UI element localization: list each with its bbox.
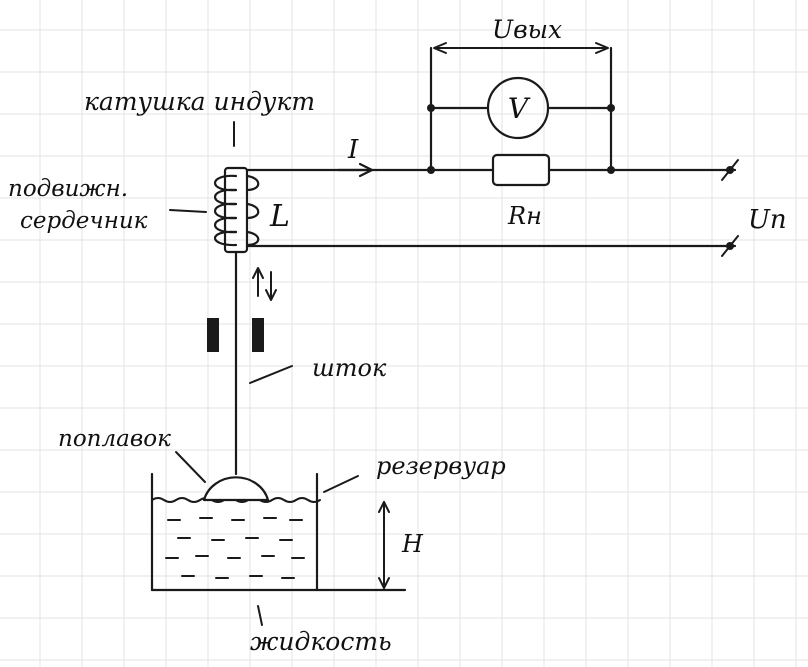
output-voltage-label: Uвых <box>492 15 562 44</box>
reservoir-label-pointer <box>323 475 359 493</box>
core-label-line1: подвижн. <box>8 176 128 202</box>
current-label: I <box>347 135 359 165</box>
rod-guides <box>207 318 264 352</box>
float-label-pointer <box>175 451 206 483</box>
level-label: H <box>401 530 424 558</box>
liquid <box>165 517 305 579</box>
core-label-pointer <box>169 209 207 213</box>
coil-label: катушка индукт <box>84 87 315 116</box>
inductance-label: L <box>269 199 290 234</box>
supply-terminals <box>721 159 739 257</box>
load-resistor <box>491 153 551 187</box>
liquid-label: жидкость <box>250 627 392 656</box>
inductor-coil <box>214 166 260 254</box>
current-arrow <box>336 162 374 178</box>
core-label-line2: сердечник <box>20 208 148 234</box>
supply-voltage-label: Uп <box>748 205 787 235</box>
rod-label-pointer <box>249 365 293 384</box>
reservoir-label: резервуар <box>376 452 506 480</box>
level-dimension <box>378 501 390 589</box>
junction-dots <box>427 104 615 174</box>
liquid-label-pointer <box>257 605 263 626</box>
output-voltage-dimension <box>433 42 609 54</box>
float-label: поплавок <box>58 426 171 452</box>
reservoir-tank <box>150 472 407 592</box>
load-resistor-label: Rн <box>507 202 542 230</box>
float <box>202 476 270 502</box>
rod-label: шток <box>312 354 387 382</box>
voltmeter-label: V <box>508 92 531 125</box>
voltmeter <box>486 76 550 140</box>
motion-arrows <box>252 267 277 301</box>
